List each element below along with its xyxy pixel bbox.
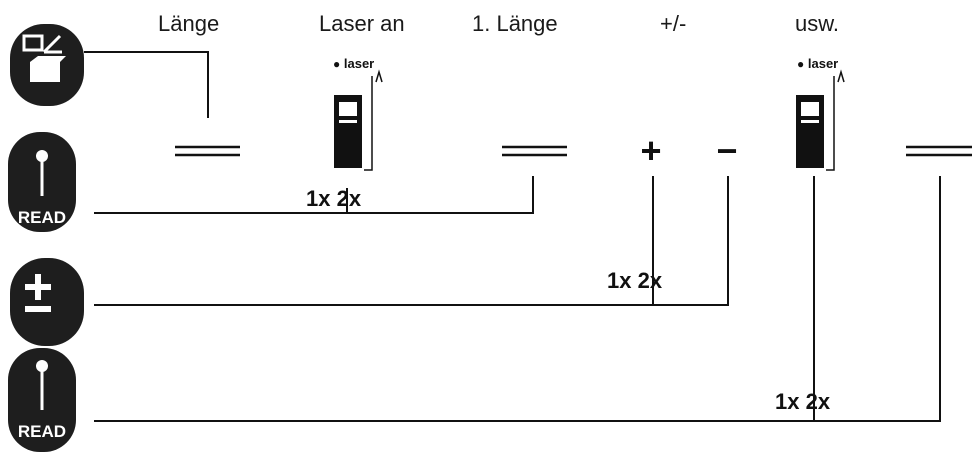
display-next-mark	[906, 145, 972, 157]
header-laser-on: Laser an	[319, 11, 405, 36]
header-length: Länge	[158, 11, 220, 36]
display-length-mark	[175, 145, 240, 157]
read-button-1[interactable]: READ	[8, 132, 76, 232]
connector-read2-to-next	[94, 176, 941, 422]
connector-plusminus-to-minus	[94, 176, 729, 306]
plus-minus-icon	[25, 274, 51, 312]
laser-device-icon	[796, 69, 845, 171]
read-button-1-label: READ	[18, 208, 66, 227]
measure-mode-icon	[22, 34, 66, 82]
press-count-plus-minus: 1x 2x	[607, 268, 663, 293]
laser-device-icon	[334, 69, 383, 171]
laser-label: ● laser	[797, 56, 839, 72]
press-count-read: 1x 2x	[306, 186, 362, 211]
connector-measure-to-length	[84, 51, 209, 118]
laser-dot-icon	[36, 360, 48, 410]
laser-dot-icon	[36, 150, 48, 196]
display-first-length-mark	[502, 145, 567, 157]
plus-symbol: +	[640, 130, 661, 171]
minus-symbol: −	[716, 130, 737, 171]
press-count-read-2: 1x 2x	[775, 389, 831, 414]
header-etc: usw.	[795, 11, 840, 36]
header-first-length: 1. Länge	[472, 11, 558, 36]
plus-minus-button[interactable]	[10, 258, 84, 346]
header-plus-minus: +/-	[660, 11, 687, 36]
plus-minus-button-shape	[10, 258, 84, 346]
read-button-2-label: READ	[18, 422, 66, 441]
measure-mode-button[interactable]	[10, 24, 84, 106]
read-button-2[interactable]: READ	[8, 348, 76, 452]
laser-label: ● laser	[333, 56, 375, 72]
connector-read1-to-first-length	[94, 176, 534, 214]
